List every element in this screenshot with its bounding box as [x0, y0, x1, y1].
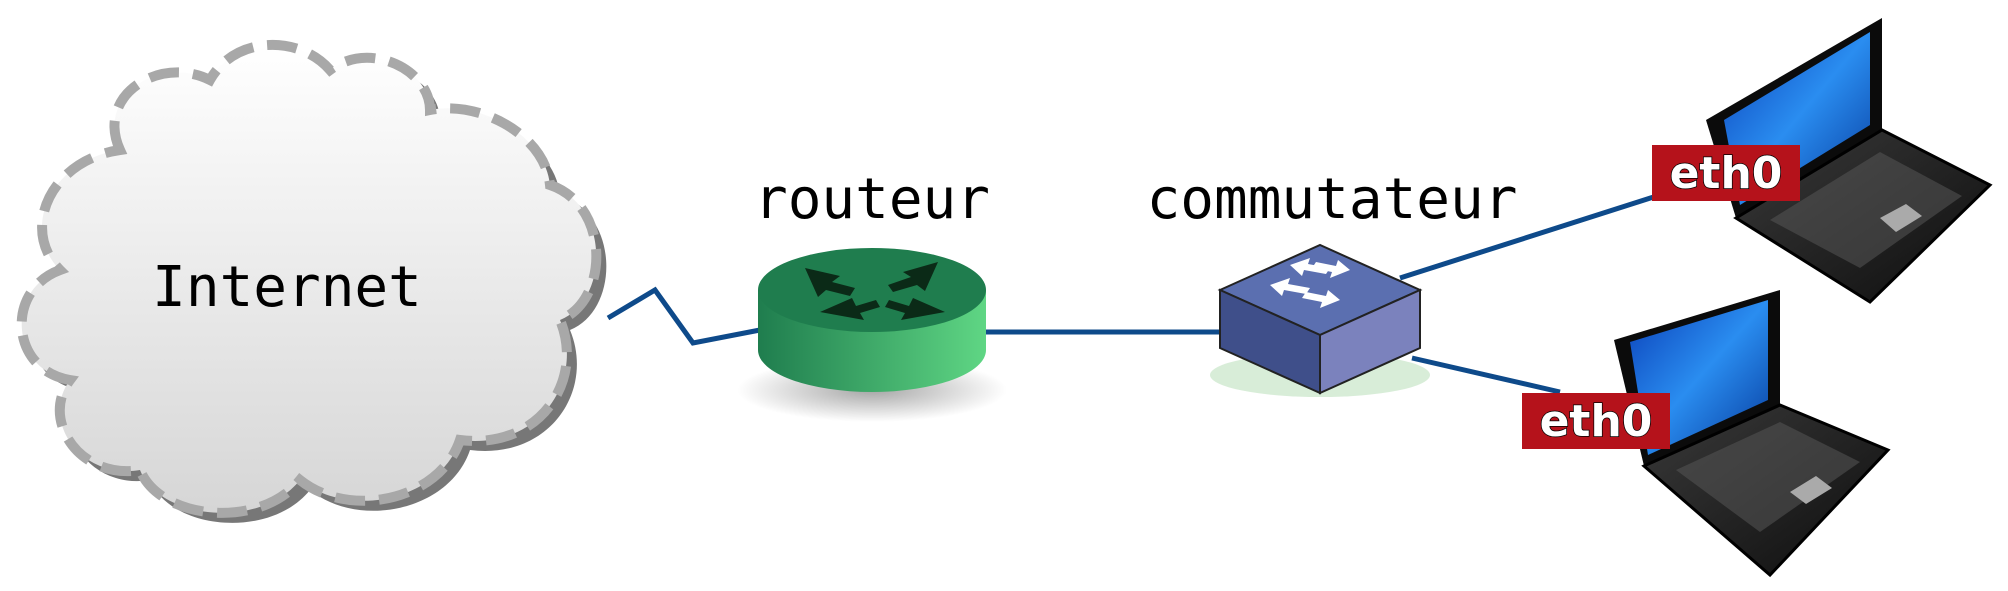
router-arrows-icon: [805, 262, 945, 320]
switch-label: commutateur: [1147, 167, 1518, 232]
iface-badge-bottom: eth0: [1522, 393, 1670, 449]
switch-icon: commutateur: [1147, 167, 1518, 397]
iface-badge-top: eth0: [1652, 145, 1800, 201]
cloud-icon: Internet: [16, 39, 607, 523]
links: [606, 192, 1661, 395]
laptop-icon: [1614, 290, 1891, 578]
laptop-top-iface-label: eth0: [1670, 148, 1783, 199]
wan-link: [606, 286, 761, 346]
switch-laptop-top-link: [1399, 192, 1661, 281]
switch-arrows-icon: [1270, 258, 1350, 308]
internet-label: Internet: [152, 255, 422, 320]
laptop-bottom-iface-label: eth0: [1540, 396, 1653, 447]
switch-laptop-bottom-link: [1411, 355, 1561, 395]
router-label: routeur: [754, 167, 990, 232]
router-icon: routeur: [737, 167, 1007, 422]
